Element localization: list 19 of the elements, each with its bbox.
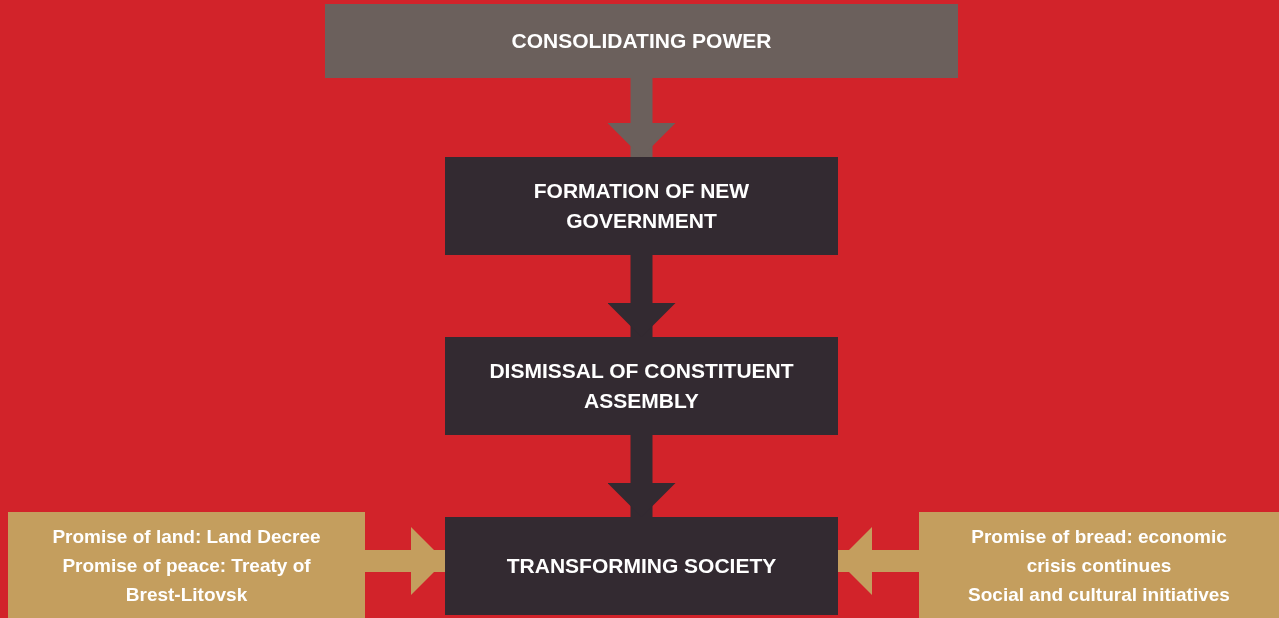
detail-text: Social and cultural initiatives [968, 582, 1230, 607]
block-arrow [607, 255, 676, 337]
block-arrow [607, 435, 676, 517]
block-arrow [365, 527, 445, 595]
detail-box [8, 512, 365, 618]
stage-box [445, 157, 838, 255]
stage-title: CONSOLIDATING POWER [511, 28, 772, 54]
detail-text: Promise of bread: economic crisis continues [970, 524, 1228, 578]
stage-box [325, 4, 958, 78]
block-arrow [607, 78, 676, 157]
detail-text: Promise of land: Land Decree [52, 524, 321, 549]
stage-title: TRANSFORMING SOCIETY [506, 553, 777, 579]
stage-title: FORMATION OF NEW GOVERNMENT [532, 178, 751, 234]
stage-title: DISMISSAL OF CONSTITUENT ASSEMBLY [488, 358, 795, 414]
stage-box [445, 517, 838, 615]
detail-box [919, 512, 1279, 618]
stage-box [445, 337, 838, 435]
block-arrow [838, 527, 919, 595]
detail-text: Promise of peace: Treaty of Brest-Litovsk [61, 553, 312, 607]
